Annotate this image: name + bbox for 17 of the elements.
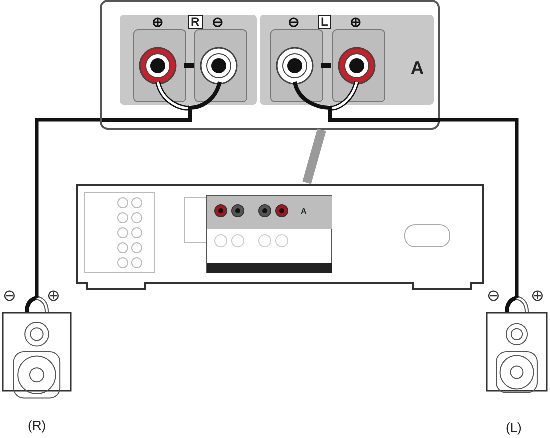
polarity-symbol: ⊕ [47,289,60,305]
channel-letter: L [318,15,332,29]
speaker-cable [440,118,519,298]
polarity-symbol: ⊖ [212,15,224,29]
channel-label: (L) [506,420,522,435]
enlarged-panel-inset [100,0,440,130]
polarity-symbol: ⊖ [487,289,500,305]
speaker-cable [35,118,100,298]
polarity-symbol: ⊖ [3,289,16,305]
polarity-symbol: ⊕ [350,15,362,29]
channel-letter: R [188,15,203,29]
polarity-symbol: ⊖ [288,15,300,29]
channel-label: (R) [28,418,46,433]
polarity-symbol: ⊕ [531,289,544,305]
terminal-set-label: A [301,207,307,216]
terminal-set-label: A [411,58,424,79]
polarity-symbol: ⊕ [152,15,164,29]
